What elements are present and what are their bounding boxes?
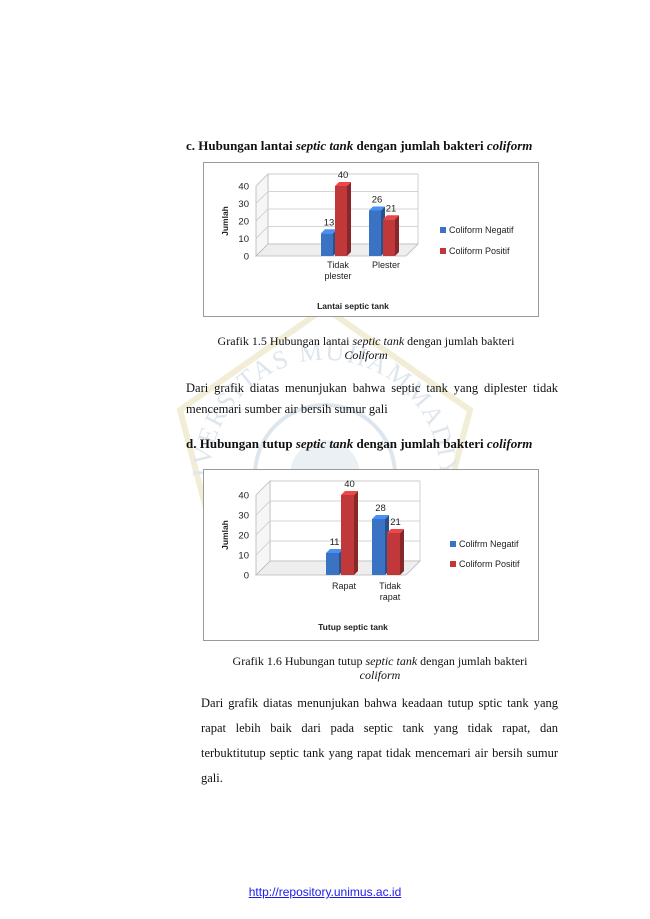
- legend-swatch: [440, 248, 446, 254]
- y-axis-title: Jumlah: [220, 206, 230, 236]
- x-tick-label: plester: [324, 271, 351, 281]
- gridline: [255, 540, 420, 556]
- gridline: [255, 226, 418, 239]
- section-d-heading-italic1: septic tank: [295, 436, 354, 451]
- chart-2-caption: Grafik 1.6 Hubungan tutup septic tank de…: [200, 654, 560, 682]
- gridline: [255, 191, 418, 204]
- bar: [335, 186, 347, 256]
- bar: [341, 495, 354, 575]
- chart-1-caption: Grafik 1.5 Hubungan lantai septic tank d…: [186, 334, 546, 362]
- data-label: 13: [324, 217, 335, 228]
- section-c-heading: c. Hubungan lantai septic tank dengan ju…: [186, 138, 532, 154]
- x-axis-title: Lantai septic tank: [317, 301, 389, 311]
- bar: [326, 553, 339, 575]
- y-tick-label: 20: [238, 531, 249, 542]
- legend-swatch: [440, 227, 446, 233]
- chart-1-caption-suffix: dengan jumlah bakteri: [404, 334, 515, 348]
- chart-1-caption-italic: septic tank: [352, 334, 405, 348]
- section-c-heading-italic2: coliform: [486, 138, 533, 153]
- data-label: 26: [372, 195, 383, 206]
- y-tick-label: 40: [238, 491, 249, 502]
- legend-label: Coliform Positif: [449, 246, 510, 256]
- bar-top: [372, 515, 389, 519]
- section-d-heading-prefix: d. Hubungan tutup: [186, 436, 296, 451]
- chart-1-caption-prefix: Grafik 1.5 Hubungan lantai: [217, 334, 353, 348]
- repository-link[interactable]: http://repository.unimus.ac.id: [248, 885, 402, 899]
- section-d-heading-italic2: coliform: [486, 436, 533, 451]
- x-tick-label: Plester: [372, 260, 400, 270]
- section-d-heading-mid: dengan jumlah bakteri: [353, 436, 487, 451]
- data-label: 21: [390, 517, 401, 528]
- chart-2-caption-line2: coliform: [359, 668, 401, 682]
- y-tick-label: 30: [238, 511, 249, 522]
- data-label: 40: [338, 170, 349, 181]
- gridline: [255, 500, 420, 516]
- bar-top: [341, 491, 358, 495]
- y-tick-label: 20: [238, 217, 249, 228]
- chart-2-caption-prefix: Grafik 1.6 Hubungan tutup: [232, 654, 366, 668]
- x-tick-label: Rapat: [332, 581, 357, 591]
- data-label: 21: [386, 203, 397, 214]
- bar-top: [387, 529, 404, 533]
- bar: [387, 533, 400, 575]
- bar-top: [335, 182, 351, 186]
- data-label: 28: [375, 503, 386, 514]
- section-c-heading-mid: dengan jumlah bakteri: [353, 138, 487, 153]
- x-tick-label: rapat: [380, 592, 401, 602]
- section-c-paragraph: Dari grafik diatas menunjukan bahwa sept…: [186, 381, 558, 416]
- bar: [383, 219, 395, 256]
- gridline: [255, 480, 420, 496]
- x-axis-title: Tutup septic tank: [318, 622, 388, 632]
- legend-swatch: [450, 561, 456, 567]
- bar: [369, 210, 381, 256]
- bar-side: [354, 491, 358, 575]
- data-label: 40: [344, 479, 355, 490]
- legend-label: Coliform Positif: [459, 559, 520, 569]
- section-c-heading-prefix: c. Hubungan lantai: [186, 138, 296, 153]
- y-tick-label: 10: [238, 234, 249, 245]
- bar-top: [383, 215, 399, 220]
- x-tick-label: Tidak: [327, 260, 349, 270]
- y-tick-label: 40: [238, 182, 249, 193]
- legend-swatch: [450, 541, 456, 547]
- chart-2-caption-suffix: dengan jumlah bakteri: [417, 654, 528, 668]
- bar: [372, 519, 385, 575]
- chart-1-caption-line2: Coliform: [344, 348, 388, 362]
- chart-2-caption-italic: septic tank: [365, 654, 418, 668]
- bar-side: [347, 182, 351, 256]
- gridline: [255, 208, 418, 222]
- bar-side: [395, 215, 399, 256]
- bar-top: [369, 206, 385, 211]
- gridline: [255, 520, 420, 536]
- y-tick-label: 0: [244, 252, 249, 263]
- legend-label: Colifrm Negatif: [459, 539, 519, 549]
- bar-top: [321, 229, 337, 234]
- y-axis-title: Jumlah: [220, 520, 230, 550]
- section-d-heading: d. Hubungan tutup septic tank dengan jum…: [186, 436, 532, 452]
- y-tick-label: 0: [244, 571, 249, 582]
- y-tick-label: 10: [238, 551, 249, 562]
- y-tick-label: 30: [238, 199, 249, 210]
- section-d-paragraph: Dari grafik diatas menunjukan bahwa kead…: [201, 696, 558, 785]
- section-c-heading-italic1: septic tank: [295, 138, 354, 153]
- legend-label: Coliform Negatif: [449, 225, 514, 235]
- bar: [321, 233, 333, 256]
- gridline: [255, 173, 418, 187]
- bar-side: [400, 529, 404, 575]
- data-label: 11: [330, 537, 340, 548]
- x-tick-label: Tidak: [379, 581, 401, 591]
- bar-top: [326, 549, 343, 553]
